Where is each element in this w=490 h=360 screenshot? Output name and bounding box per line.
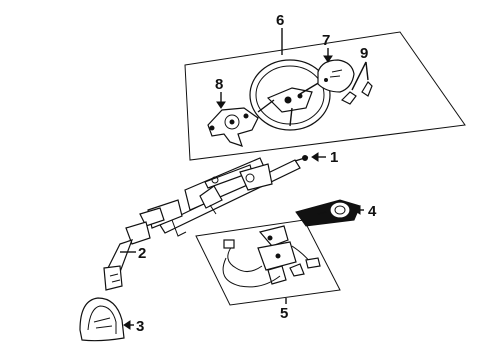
group-box-6 xyxy=(184,31,466,161)
callout-6: 6 xyxy=(276,12,284,29)
group-box-5 xyxy=(195,219,341,306)
horn-contacts xyxy=(340,61,373,105)
callout-9: 9 xyxy=(360,45,368,62)
steering-column xyxy=(147,152,326,237)
callout-4: 4 xyxy=(368,203,377,220)
steering-wheel-group: 6 8 7 xyxy=(184,12,466,161)
callout-5: 5 xyxy=(280,305,288,322)
wheel-hub-pad xyxy=(207,92,259,147)
callout-2: 2 xyxy=(138,245,146,262)
callout-1: 1 xyxy=(330,149,338,166)
leader-9a xyxy=(351,61,367,91)
lock-cylinder xyxy=(295,199,364,227)
callout-3: 3 xyxy=(136,318,144,335)
ignition-switch-wiring xyxy=(195,219,341,306)
intermediate-shaft xyxy=(103,207,165,291)
leader-9b xyxy=(365,61,369,81)
callout-7: 7 xyxy=(322,32,330,49)
callout-8: 8 xyxy=(215,76,223,93)
horn-pad xyxy=(317,48,355,93)
steering-wheel xyxy=(249,59,331,131)
column-cover xyxy=(79,297,134,342)
